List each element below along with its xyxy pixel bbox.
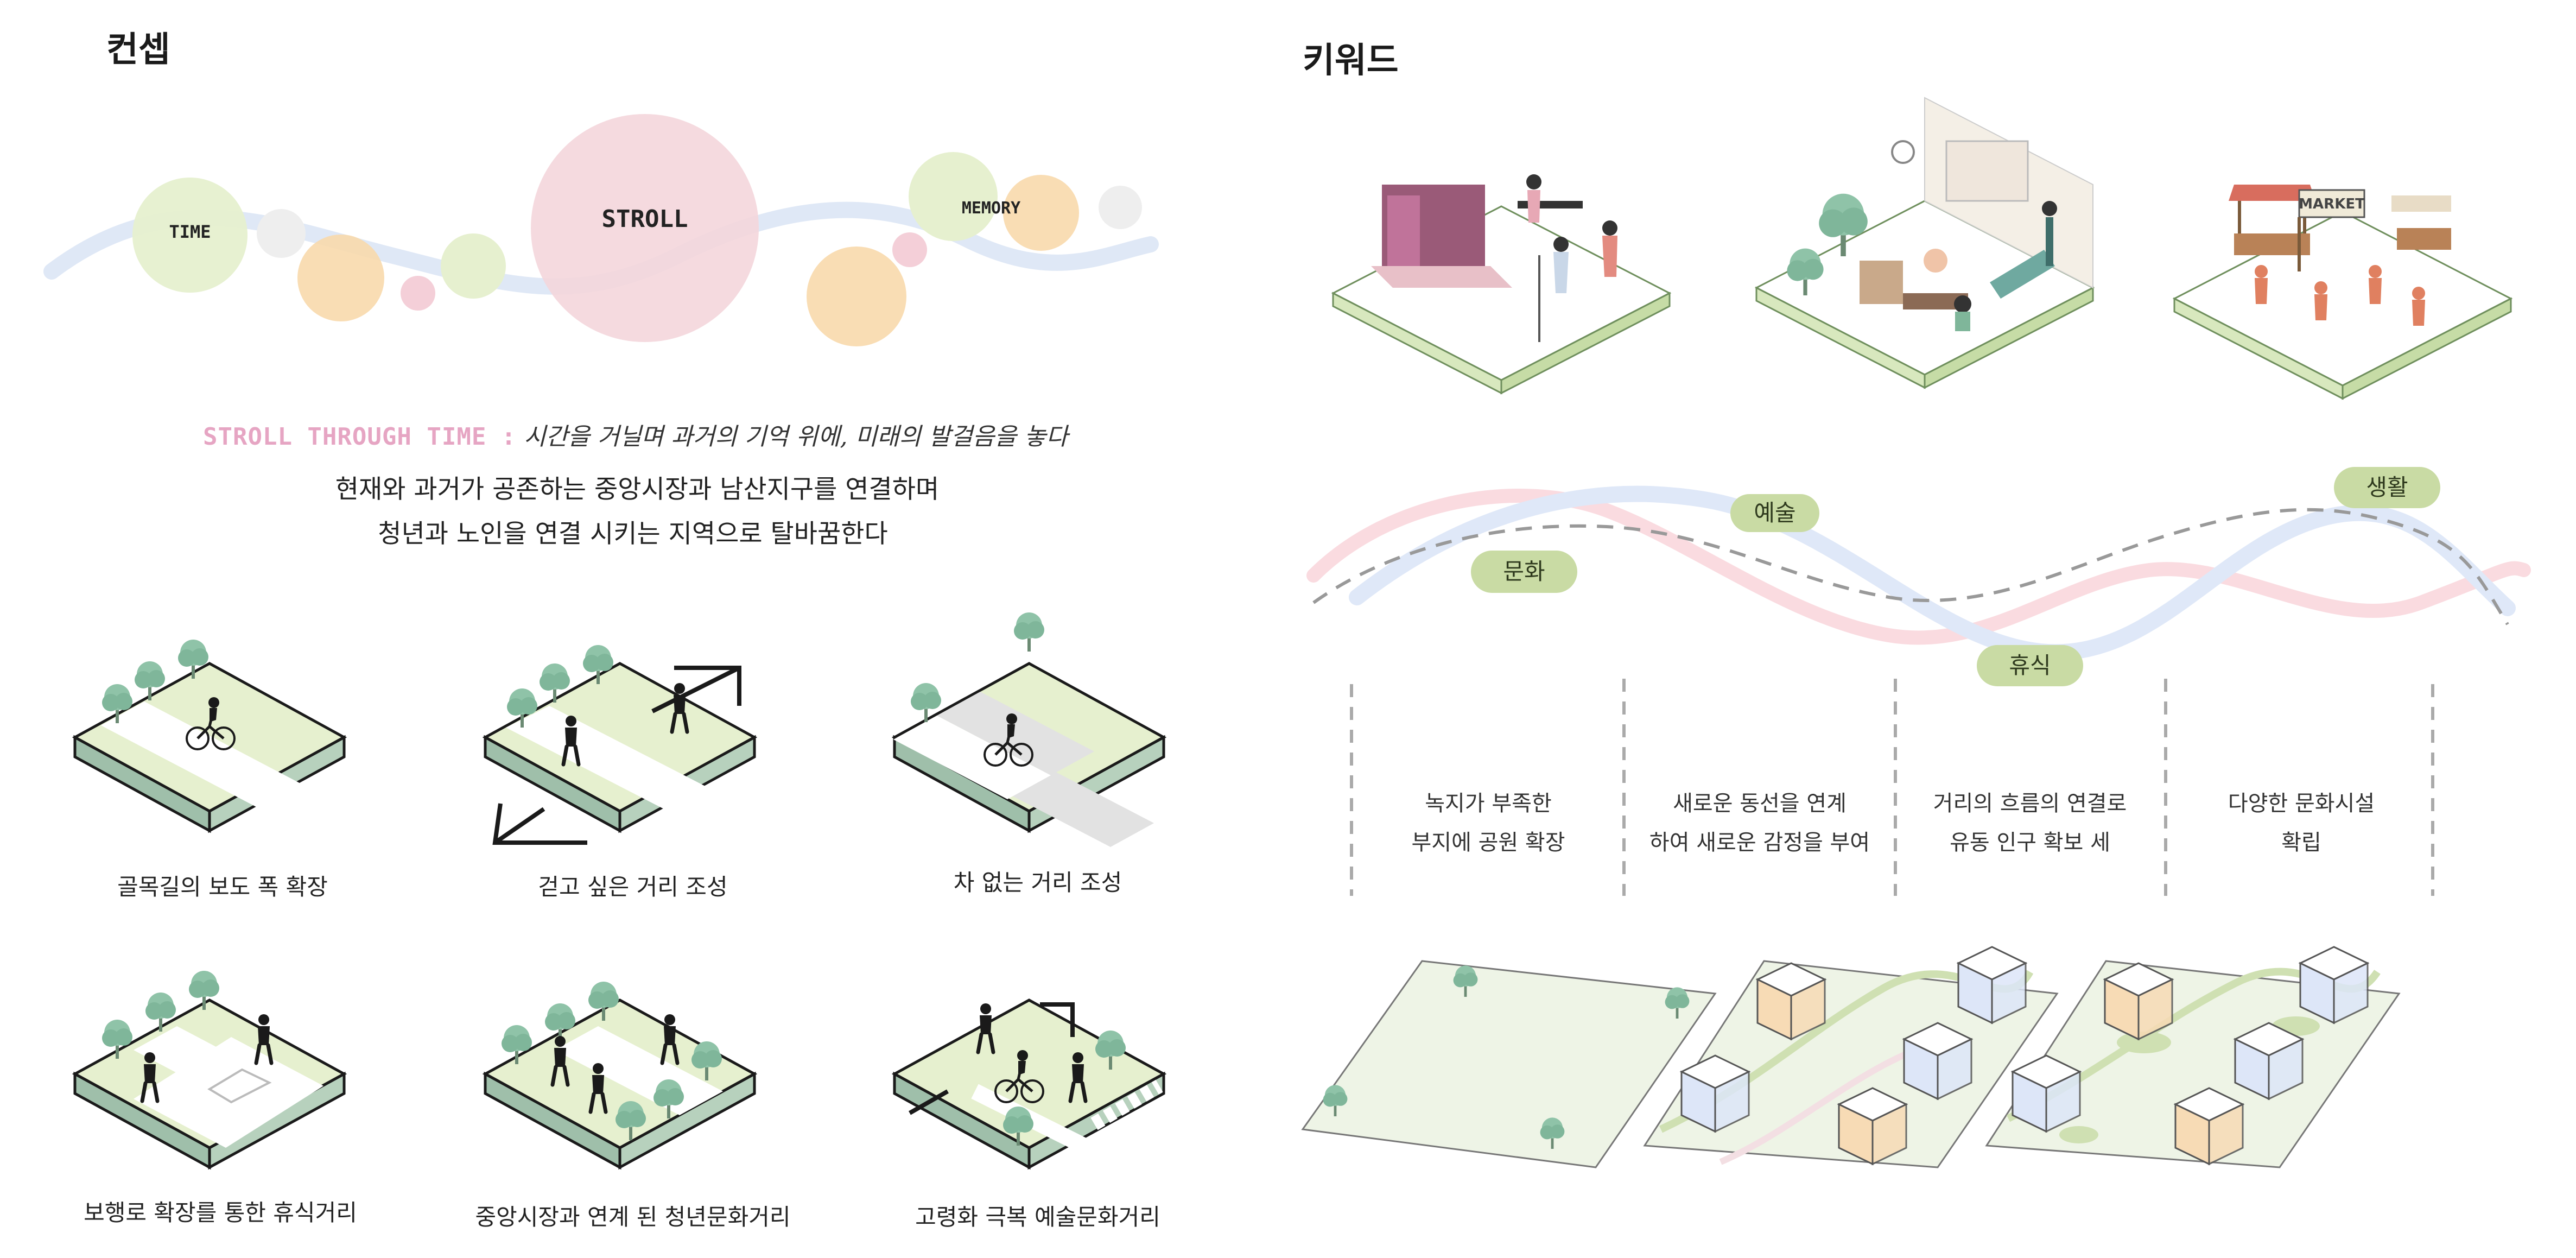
keyword-column-4: 다양한 문화시설 확립 [2171, 784, 2432, 862]
tagline-rest: 시간을 거닐며 과거의 기억 위에, 미래의 발걸음을 놓다 [524, 423, 1068, 451]
diagram-caption-2: 걷고 싶은 거리 조성 [538, 874, 728, 900]
site-plan-buildings [1643, 946, 2059, 1168]
keyword-column-3-line-2: 유동 인구 확보 세 [1950, 830, 2110, 855]
keyword-pill-art: 예술 [1730, 494, 1819, 532]
diagram-caption-3: 차 없는 거리 조성 [953, 869, 1122, 896]
concept-wave [43, 114, 1159, 346]
keyword-column-1-line-1: 녹지가 부족한 [1425, 791, 1552, 816]
concept-body-line-1: 현재와 과거가 공존하는 중앙시장과 남산지구를 연결하며 [335, 475, 940, 504]
keyword-column-4-line-2: 확립 [2281, 830, 2321, 855]
diagram-car-free-street [893, 612, 1164, 847]
site-plan-empty [1301, 960, 1717, 1168]
diagram-caption-1: 골목길의 보도 폭 확장 [117, 874, 328, 900]
keyword-column-2-line-1: 새로운 동선을 연계 [1673, 791, 1847, 816]
keyword-column-1-line-2: 부지에 공원 확장 [1411, 830, 1565, 855]
concept-body-line-2: 청년과 노인을 연결 시키는 지역으로 탈바꿈한다 [378, 519, 888, 549]
diagram-caption-5: 중앙시장과 연계 된 청년문화거리 [475, 1204, 791, 1230]
tagline: STROLL THROUGH TIME : 시간을 거닐며 과거의 기억 위에,… [203, 417, 1068, 452]
column-dividers [1350, 679, 2434, 896]
keyword-pill-culture: 문화 [1471, 551, 1577, 593]
keyword-column-2-line-2: 하여 새로운 감정을 부여 [1649, 830, 1870, 855]
diagram-walkable-street [485, 645, 754, 845]
keyword-column-1: 녹지가 부족한 부지에 공원 확장 [1358, 784, 1619, 862]
tagline-strong: STROLL THROUGH TIME : [203, 423, 517, 451]
keyword-column-3: 거리의 흐름의 연결로 유동 인구 확보 세 [1900, 784, 2160, 862]
keyword-pill-rest: 휴식 [1977, 645, 2083, 686]
site-plan-buildings-green [1985, 946, 2401, 1168]
keyword-title: 키워드 [1303, 41, 1399, 81]
bubble-label-time: TIME [169, 222, 211, 242]
bubble-label-stroll: STROLL [601, 205, 688, 233]
diagram-senior-arts-street [894, 1000, 1164, 1167]
diagram-rest-street [75, 971, 344, 1167]
illustration-living-room [1755, 97, 2094, 389]
illustration-stage [1332, 174, 1671, 394]
illustration-market: MARKET [2173, 185, 2512, 400]
keyword-pill-life: 생활 [2334, 467, 2440, 508]
bubble-label-memory: MEMORY [961, 199, 1021, 218]
keyword-column-2: 새로운 동선을 연계 하여 새로운 감정을 부여 [1629, 784, 1890, 862]
concept-title: 컨셉 [106, 30, 170, 70]
keyword-column-3-line-1: 거리의 흐름의 연결로 [1933, 791, 2127, 816]
diagram-caption-4: 보행로 확장를 통한 휴식거리 [84, 1199, 357, 1226]
market-sign: MARKET [2299, 196, 2365, 212]
diagram-youth-culture-street [485, 982, 754, 1167]
diagram-sidewalk-widen [75, 640, 344, 831]
diagram-caption-6: 고령화 극복 예술문화거리 [915, 1204, 1160, 1230]
keyword-column-4-line-1: 다양한 문화시설 [2228, 791, 2375, 816]
